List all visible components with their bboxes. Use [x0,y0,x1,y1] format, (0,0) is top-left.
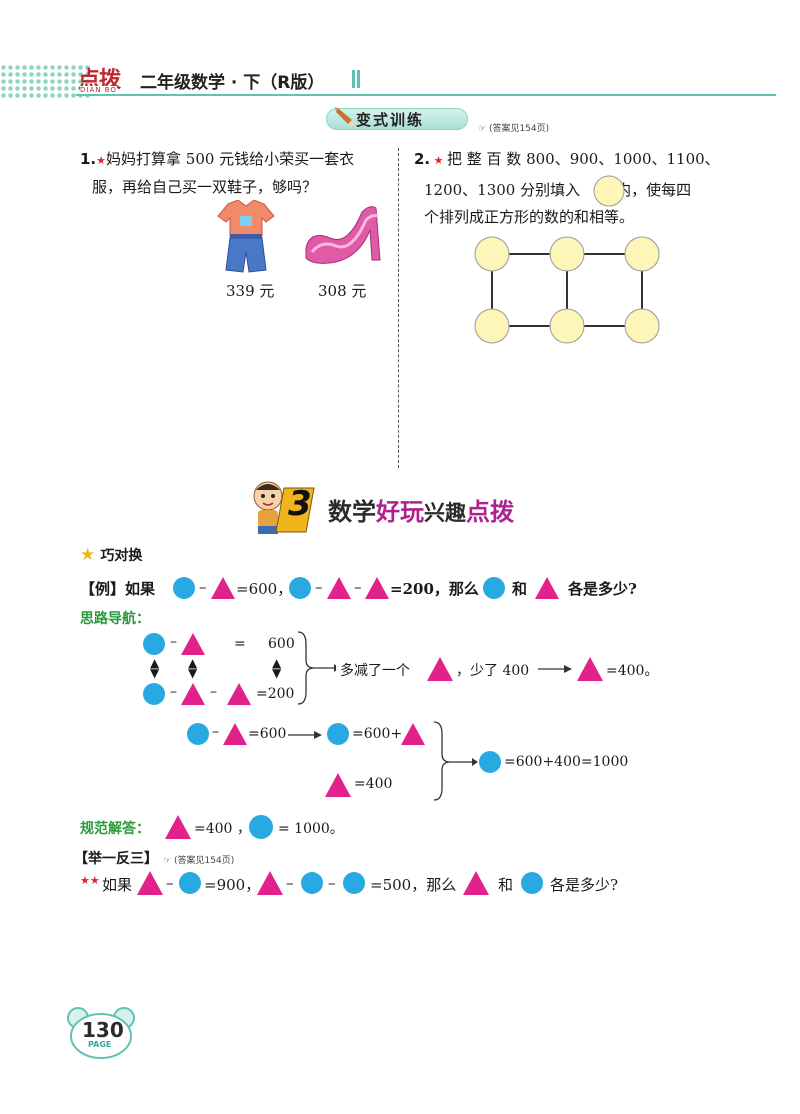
header-bars-decoration [352,70,362,90]
node-circle [474,308,510,344]
nav-step-2: – =600 =600+ =400 =600+400=1000 [184,720,684,802]
arrow-right-icon [538,665,572,673]
circle-symbol [249,815,273,839]
cartoon-child-icon [253,481,315,534]
circle-symbol [327,723,349,745]
circle-symbol [187,723,209,745]
section-number: 3 [288,484,312,524]
brace-icon [297,631,336,705]
question-1: 1.★妈妈打算拿 500 元钱给小荣买一套衣 服，再给自己买一双鞋子，够吗？ [80,150,355,196]
page-label: PAGE [88,1040,112,1049]
triangle-symbol [211,577,235,599]
star-icon: ★ [430,154,447,167]
node-circle [624,236,660,272]
arrow-right-icon [288,731,322,739]
triangle-symbol [181,633,205,655]
circle-symbol [479,751,501,773]
triangle-symbol [463,871,489,895]
node-circle [474,236,510,272]
star-icon: ★ [96,154,107,167]
triangle-symbol [365,577,389,599]
triangle-symbol [327,577,351,599]
triangle-symbol [577,657,603,681]
triangle-symbol [427,657,453,681]
brace-icon [433,721,478,801]
standard-answer: 规范解答： =400 ， = 1000。 [80,814,580,842]
brand-logo: 点拨 DIAN BO [78,68,121,94]
square-arrangement-diagram [474,236,660,344]
nav-label: 思路导航： [80,611,150,627]
example-problem: 【例】如果 – =600， – – =200，那么 和 各是多少? [80,577,637,599]
practice-problem: ★★ 如果 – =900， – – =500，那么 和 各是多少? [80,870,700,900]
circle-symbol [179,872,201,894]
triangle-symbol [325,773,351,797]
practice-heading: 【举一反三】 ☞ (答案见154页) [74,851,235,867]
circle-symbol [521,872,543,894]
clothes-image [217,200,275,273]
triangle-symbol [165,815,191,839]
circle-symbol [143,683,165,705]
node-circle [549,308,585,344]
star-icon: ★ [80,545,96,565]
swap-arrow-icon: ▲▼ [188,656,198,680]
page-badge [67,1007,135,1059]
circle-symbol [301,872,323,894]
book-title: 二年级数学 · 下（R版） [140,73,325,93]
price-shoes: 308 元 [318,282,367,300]
circle-symbol [483,577,505,599]
topic-heading: ★ 巧对换 [80,545,143,565]
circle-symbol [173,577,195,599]
triangle-symbol [181,683,205,705]
column-divider [398,148,399,468]
pencil-icon [335,107,355,127]
question-2: 2. ★ 把 整 百 数 800、900、1000、1100、 1200、130… [414,150,720,226]
triangle-symbol [137,871,163,895]
section-banner [326,108,468,130]
swap-arrow-icon: ▲▼ [150,656,160,680]
circle-symbol [143,633,165,655]
swap-arrow-icon: ▲▼ [272,656,282,680]
node-circle [549,236,585,272]
nav-step-1: – = 600 ▲▼ ▲▼ ▲▼ – – =200 多减了一个 ，少了 400 … [140,630,700,706]
shoes-image [305,206,381,264]
triangle-symbol [223,723,247,745]
star-icon: ★★ [80,874,100,887]
circle-symbol [289,577,311,599]
triangle-symbol [227,683,251,705]
section-title: 变式训练 [356,111,425,129]
page-number: 130 [82,1018,124,1042]
answer-reference: ☞ (答案见154页) [478,124,550,134]
header-dots-decoration [0,64,92,98]
price-clothes: 339 元 [226,282,275,300]
header-rule [76,94,776,96]
triangle-symbol [535,577,559,599]
section3-title: 数学好玩兴趣点拨 [328,498,514,526]
triangle-symbol [257,871,283,895]
circle-symbol [343,872,365,894]
triangle-symbol [401,723,425,745]
node-circle [624,308,660,344]
blank-circle-icon [593,175,625,207]
